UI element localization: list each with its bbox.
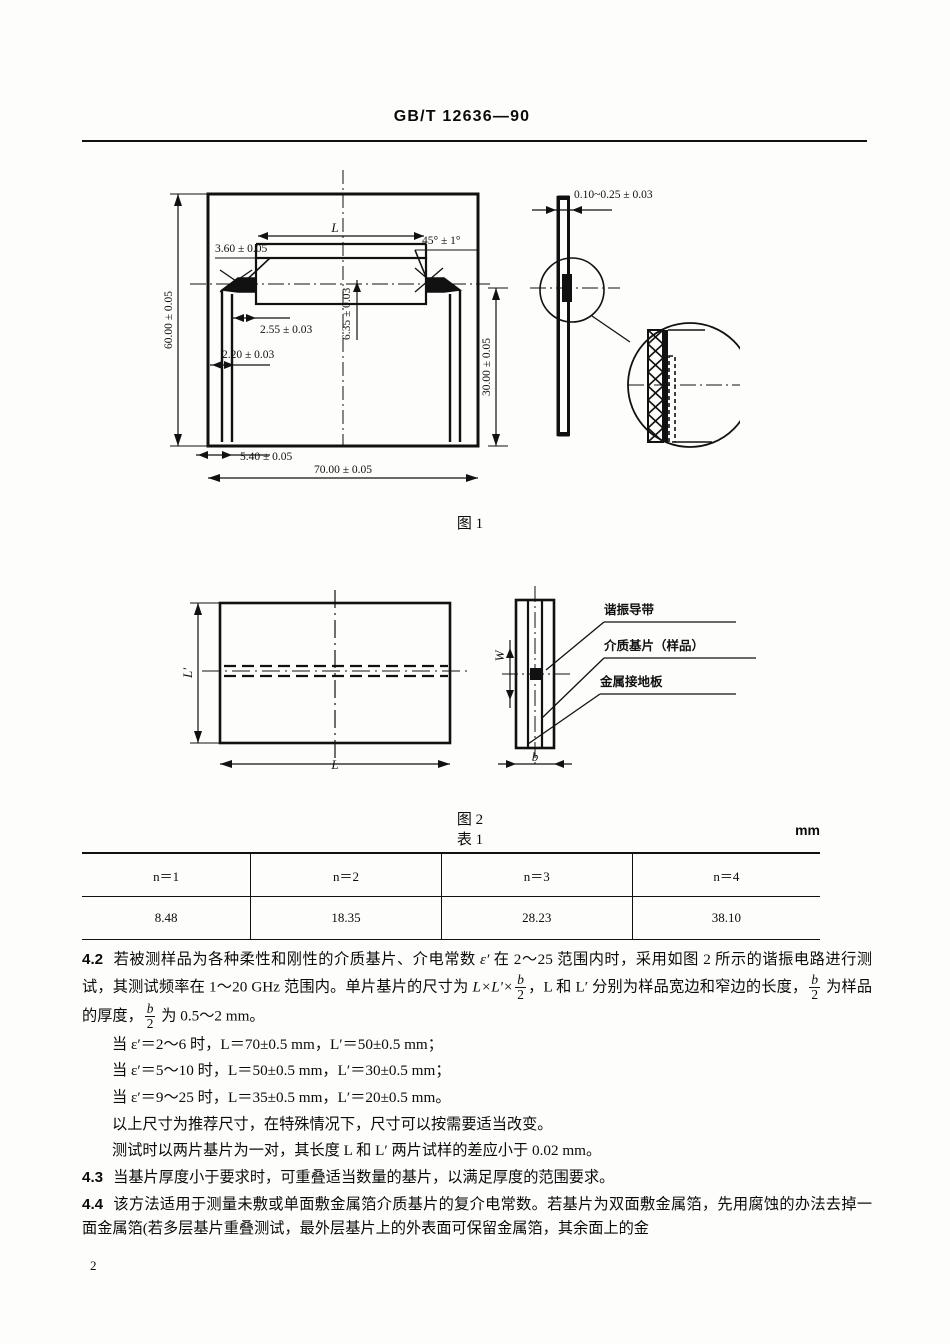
fig1-dim-540: 5.40 ± 0.05: [240, 451, 293, 463]
table-header-cell: n＝1: [82, 853, 251, 897]
condition-line: 当 ε′＝9～25 时，L＝35±0.5 mm，L′＝20±0.5 mm。: [112, 1089, 451, 1106]
epsilon-symbol: ε′: [480, 951, 490, 968]
page-header: GB/T 12636—90: [82, 108, 842, 126]
page-number: 2: [90, 1258, 97, 1273]
fig1-dim-635: 6.35 ± 0.03: [341, 287, 353, 340]
dims-expression: L×L′×: [472, 978, 514, 996]
fig1-dim-220: 2.20 ± 0.03: [222, 349, 275, 361]
table-row: n＝1 n＝2 n＝3 n＝4: [82, 853, 820, 897]
table-data-cell: 18.35: [250, 896, 442, 940]
fig1-dim-7000: 70.00 ± 0.05: [314, 464, 372, 476]
figure-1-caption: 图 1: [456, 516, 484, 532]
fig1-dim-360: 3.60 ± 0.05: [215, 243, 268, 255]
condition-line: 当 ε′＝2～6 时，L＝70±0.5 mm，L′＝50±0.5 mm；: [112, 1035, 443, 1053]
fig1-dim-plate-thickness: 0.10~0.25 ± 0.03: [574, 189, 653, 201]
table-row: 8.48 18.35 28.23 38.10: [82, 896, 820, 940]
section-4-2-number: 4.2: [82, 951, 104, 968]
section-4-2-text-a: 若被测样品为各种柔性和刚性的介质基片、介电常数: [113, 951, 481, 968]
standard-number: GB/T 12636—90: [393, 108, 531, 125]
figure-2: L' L W b: [180, 578, 800, 800]
table-data-cell: 8.48: [154, 910, 178, 925]
fig2-dim-Lprime: L': [180, 668, 195, 679]
fig1-dim-255: 2.55 ± 0.03: [260, 324, 313, 336]
section-4-4-number: 4.4: [82, 1195, 104, 1213]
section-4-2-text-b: 在 2～25 范围内时，采用如图 2 所示的谐振电路进行测试，其测试频率在 1～…: [82, 951, 873, 996]
fig2-callout-strip: 谐振导带: [604, 602, 655, 617]
fig2-callout-groundplate: 金属接地板: [599, 674, 663, 689]
section-4-2-text-e: 为 0.5～2 mm。: [157, 1007, 265, 1025]
table-header-cell: n＝4: [631, 853, 820, 897]
table-data-cell: 28.23: [440, 896, 633, 940]
section-4-2-text-d: 为样品的厚度，: [82, 978, 873, 1025]
table-1-caption: 表 1: [456, 832, 484, 848]
table-data-cell: 38.10: [631, 896, 820, 940]
figure-2-caption: 图 2: [456, 812, 484, 828]
section-4-2: 4.2 若被测样品为各种柔性和刚性的介质基片、介电常数 ε′ 在 2～25 范围内…: [82, 948, 872, 1031]
fig1-dim-L: L: [330, 220, 338, 235]
section-4-3-text: 当基片厚度小于要求时，可重叠适当数量的基片，以满足厚度的范围要求。: [113, 1168, 615, 1186]
section-4-4-text: 该方法适用于测量未敷或单面敷金属箔介质基片的复介电常数。若基片为双面敷金属箔，先…: [82, 1195, 872, 1238]
fig2-dim-L: L: [330, 757, 338, 772]
note-line: 以上尺寸为推荐尺寸，在特殊情况下，尺寸可以按需要适当改变。: [112, 1115, 553, 1133]
fig2-dim-b: b: [532, 749, 539, 764]
section-4-2-text-c: ，L 和 L′ 分别为样品宽边和窄边的长度，: [527, 978, 808, 996]
table-1-unit: mm: [795, 822, 820, 838]
section-4-3-number: 4.3: [82, 1168, 104, 1186]
table-1: n＝1 n＝2 n＝3 n＝4 8.48 18.35 28.23 38.10: [82, 852, 820, 940]
header-divider: [82, 140, 867, 142]
body-text: 4.2 若被测样品为各种柔性和刚性的介质基片、介电常数 ε′ 在 2～25 范围内…: [82, 948, 872, 1244]
section-4-3: 4.3 当基片厚度小于要求时，可重叠适当数量的基片，以满足厚度的范围要求。: [82, 1166, 872, 1191]
fig2-dim-W: W: [492, 649, 507, 661]
table-header-cell: n＝2: [250, 853, 442, 897]
fig1-dim-3000: 30.00 ± 0.05: [481, 338, 493, 396]
table-header-cell: n＝3: [440, 853, 633, 897]
condition-line: 当 ε′＝5～10 时，L＝50±0.5 mm，L′＝30±0.5 mm；: [112, 1062, 451, 1080]
fig2-callout-substrate: 介质基片（样品）: [603, 638, 704, 653]
fig1-dim-6000: 60.00 ± 0.05: [163, 291, 175, 349]
figure-1: L 3.60 ± 0.05 45° ± 1° 2.55 ± 0.03 6.35 …: [160, 170, 740, 490]
fig1-dim-angle: 45° ± 1°: [422, 235, 461, 247]
note-line: 测试时以两片基片为一对，其长度 L 和 L′ 两片试样的差应小于 0.02 mm…: [112, 1142, 602, 1160]
